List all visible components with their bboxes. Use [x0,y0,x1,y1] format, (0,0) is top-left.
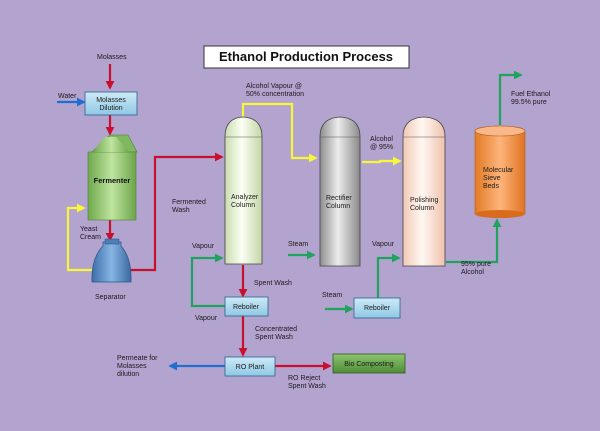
alcohol-95-label-2: @ 95% [370,144,393,151]
concentrated-spent-wash-label-2: Spent Wash [255,334,293,341]
molasses-dilution-label-1: Molasses [96,97,126,104]
flow-vapour-loop-1 [190,253,225,308]
steam-label-2: Steam [322,292,342,299]
alcohol-95-label-1: Alcohol [370,136,393,143]
polishing-column: Polishing Column [402,116,446,267]
diagram-title: Ethanol Production Process [219,49,393,64]
flow-vapour-loop-2 [376,253,401,300]
fuel-ethanol-label-1: Fuel Ethanol [511,91,551,98]
spent-wash-label: Spent Wash [254,280,292,287]
pure-alcohol-label-2: Alcohol [461,269,484,276]
flow-fermented-wash [129,152,224,272]
permeate-label-1: Permeate for [117,355,158,362]
ro-reject-label-1: RO Reject [288,375,320,382]
ro-plant: RO Plant [224,356,276,377]
reboiler-2-label: Reboiler [364,305,391,312]
rectifier-column-label-2: Column [326,203,350,210]
permeate-label-2: Molasses [117,363,147,370]
sieve-beds-label-3: Beds [483,183,499,190]
molasses-label: Molasses [97,54,127,61]
flow-alcohol-95 [362,156,402,166]
separator-label: Separator [95,294,126,301]
reboiler-2: Reboiler [353,297,401,319]
flow-pure-alcohol [446,218,502,264]
reboiler-1: Reboiler [224,296,269,317]
bio-composting-label: Bio Composting [344,361,394,368]
analyzer-column-label-1: Analyzer [231,194,259,201]
rectifier-column-label-1: Rectifier [326,195,352,202]
ro-plant-label: RO Plant [236,364,264,371]
alcohol-vapour-label-2: 50% concentration [246,91,304,98]
separator [91,238,132,283]
analyzer-column-label-2: Column [231,202,255,209]
sieve-beds-label-2: Sieve [483,175,501,182]
steam-label-1: Steam [288,241,308,248]
sieve-beds-label-1: Molecular [483,167,514,174]
yeast-cream-label-2: Cream [80,234,101,241]
polishing-column-label-1: Polishing [410,197,439,204]
flow-alcohol-vapour [241,102,318,163]
fermenter-label: Fermenter [94,176,131,185]
molasses-dilution-box: Molasses Dilution [84,91,138,116]
rectifier-column: Rectifier Column [319,116,361,267]
vapour-label-2: Vapour [195,315,218,322]
fuel-ethanol-label-2: 99.5% pure [511,99,547,106]
water-label: Water [58,93,77,100]
vapour-label-3: Vapour [372,241,395,248]
flow-yeast-cream [66,203,92,272]
ro-reject-label-2: Spent Wash [288,383,326,390]
pure-alcohol-label-1: 95% pure [461,261,491,268]
alcohol-vapour-label-1: Alcohol Vapour @ [246,83,302,90]
molasses-dilution-label-2: Dilution [99,105,122,112]
reboiler-1-label: Reboiler [233,304,260,311]
concentrated-spent-wash-label-1: Concentrated [255,326,297,333]
polishing-column-label-2: Column [410,205,434,212]
title-box [203,45,410,69]
fermenter: Fermenter [87,134,138,221]
vapour-label-1: Vapour [192,243,215,250]
permeate-label-3: dilution [117,371,139,378]
fermented-wash-label-2: Wash [172,207,190,214]
bio-composting: Bio Composting [332,353,406,374]
yeast-cream-label-1: Yeast [80,226,97,233]
flow-fuel-ethanol [498,70,523,125]
molecular-sieve-beds: Molecular Sieve Beds [474,125,526,218]
fermented-wash-label-1: Fermented [172,199,206,206]
analyzer-column: Analyzer Column [224,116,263,265]
